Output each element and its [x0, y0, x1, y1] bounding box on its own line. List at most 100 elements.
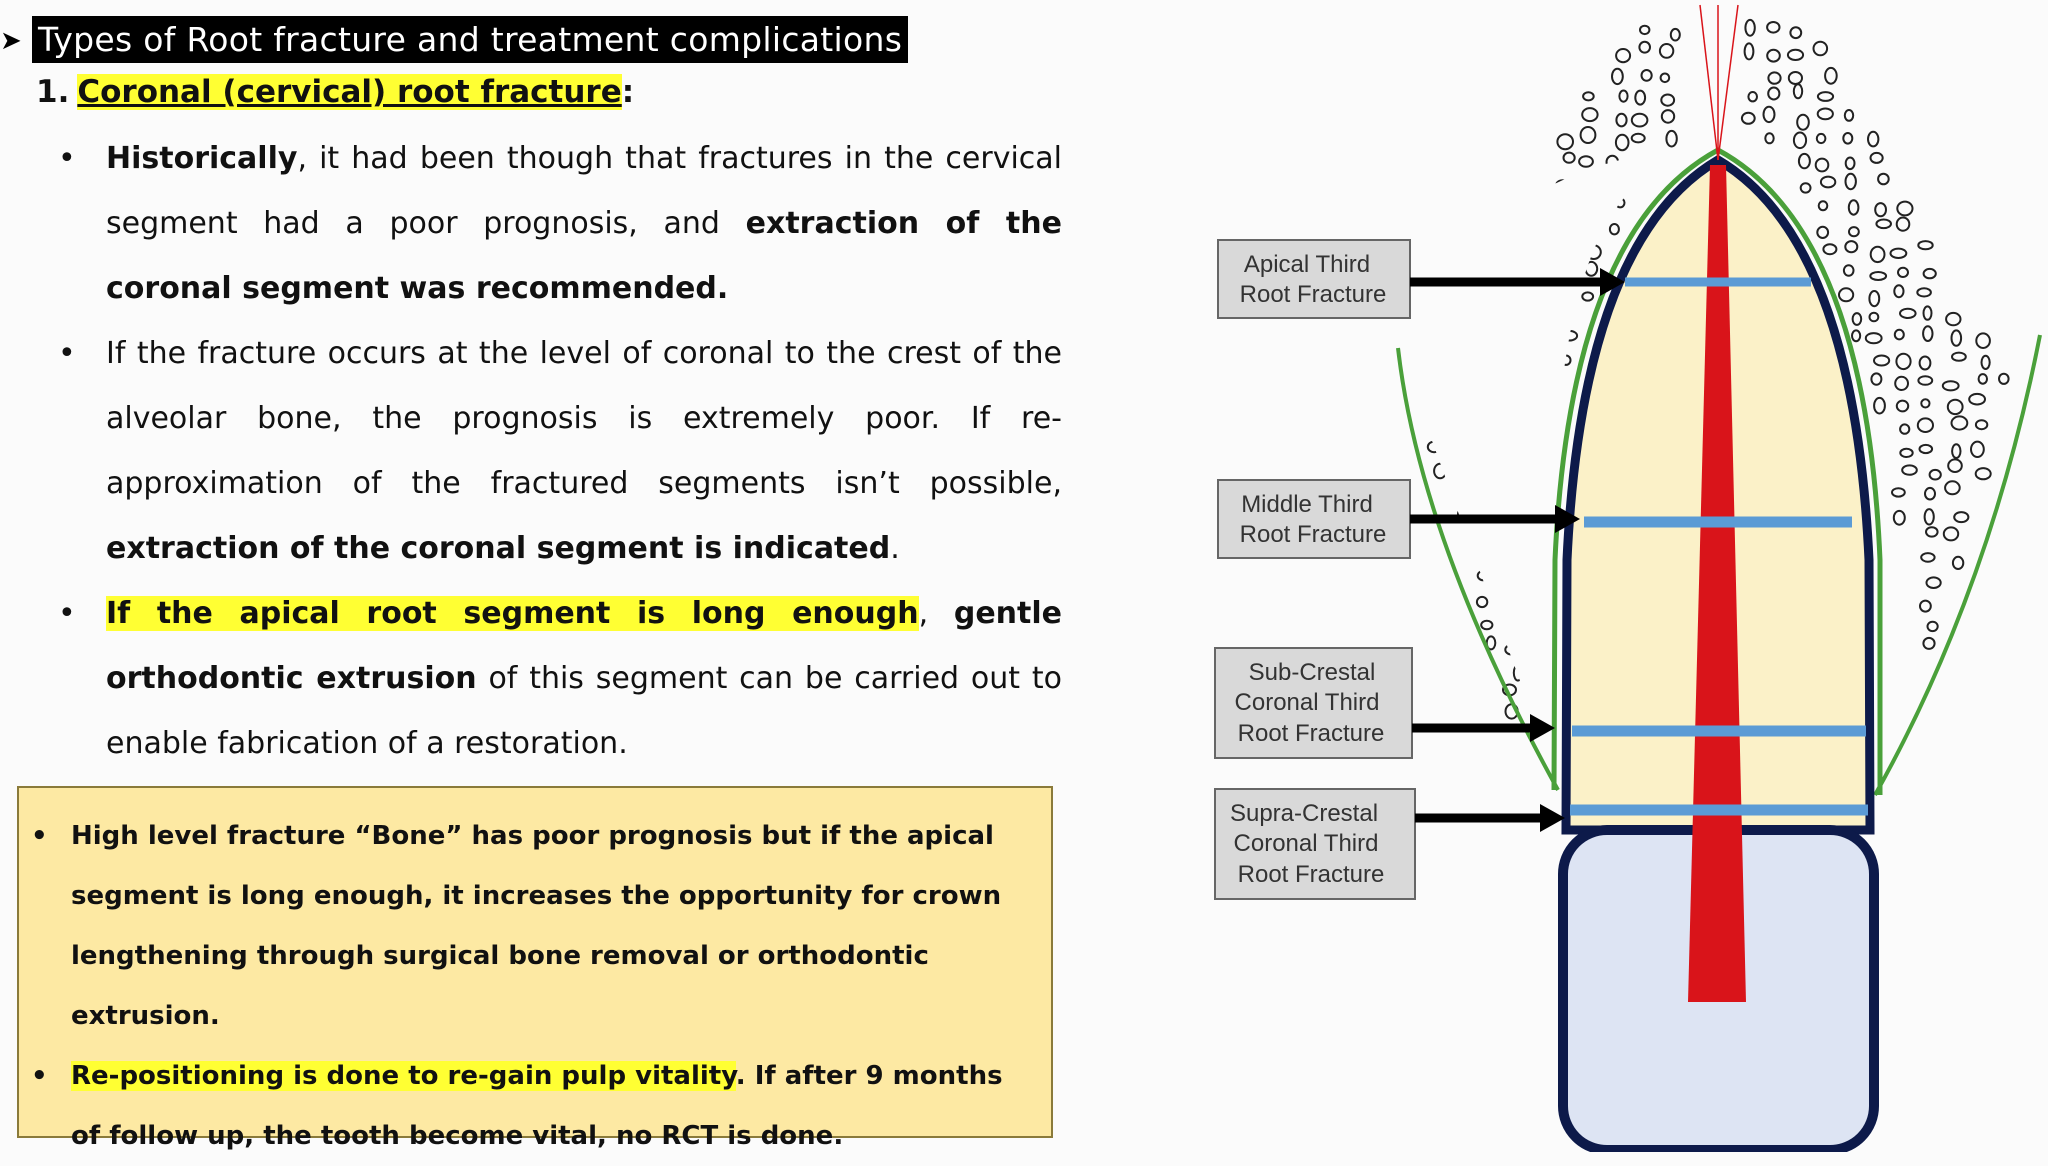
bone-trabecula [1869, 151, 1884, 164]
bone-trabecula [1950, 329, 1963, 347]
label-line: Apical Third [1244, 251, 1370, 278]
bone-trabecula [1947, 458, 1963, 474]
bone-trabecula [1951, 351, 1967, 362]
bone-trabecula [1917, 375, 1934, 386]
bone-trabecula [1923, 508, 1935, 526]
bone-trabecula [1847, 199, 1860, 216]
root-canal-line-c [1717, 4, 1739, 161]
bone-trabecula [1919, 599, 1932, 613]
bone-trabecula [1873, 354, 1891, 367]
bone-trabecula [1817, 200, 1829, 212]
bone-trabecula [1945, 311, 1962, 327]
bone-trabecula [1851, 312, 1863, 326]
bone-trabecula [1899, 447, 1914, 458]
label-line: Root Fracture [1240, 281, 1387, 308]
bullet-text: , [918, 596, 954, 631]
bone-trabecula [1844, 240, 1859, 254]
bone-trabecula [1842, 132, 1854, 145]
bone-trabecula [1578, 155, 1594, 168]
bullet-highlight-text: If the apical root segment is long enoug… [106, 596, 919, 631]
bone-trabecula [1868, 311, 1880, 323]
bone-trabecula [1634, 89, 1647, 106]
bone-trabecula [1896, 200, 1914, 217]
bone-trabecula [1946, 398, 1964, 416]
bullet-text: If the fracture occurs at the level of c… [106, 336, 1062, 501]
note-text: . If after 9 months of follow up, the to… [71, 1061, 1003, 1151]
bone-outline-left-line [1396, 347, 1560, 791]
pointer-arrow-middle [1410, 505, 1580, 533]
label-line: Root Fracture [1238, 861, 1385, 888]
bone-trabecula [1944, 480, 1961, 496]
bone-trabecula [1891, 487, 1906, 498]
bone-trabecula [1744, 18, 1756, 37]
bone-trabecula [1618, 89, 1629, 103]
bone-trabecula [1924, 486, 1936, 501]
bullet-text: . [890, 531, 900, 566]
bone-trabecula [1877, 172, 1890, 186]
bone-trabecula [1899, 423, 1911, 435]
label-line: Supra-Crestal [1230, 800, 1378, 827]
bone-trabecula [1812, 40, 1829, 57]
bone-trabecula [1822, 243, 1838, 256]
label-apical-third: Apical Third Root Fracture [1217, 239, 1411, 319]
bone-trabecula [1767, 71, 1782, 85]
bone-trabecula [1792, 131, 1808, 150]
bone-trabecula [1950, 415, 1969, 431]
bone-trabecula [1475, 595, 1489, 609]
bone-trabecula [1899, 307, 1917, 319]
bone-trabecula [1918, 443, 1934, 455]
bone-trabecula [1918, 355, 1932, 371]
bone-trabecula [1660, 109, 1676, 124]
bone-trabecula [1928, 468, 1942, 481]
bone-trabecula [1638, 40, 1651, 54]
bone-trabecula [1941, 380, 1960, 392]
label-line: Root Fracture [1238, 720, 1385, 747]
bone-trabecula [1920, 398, 1931, 409]
bone-trabecula [1901, 464, 1918, 476]
bone-trabecula [1916, 417, 1935, 434]
bone-trabecula [1615, 112, 1628, 128]
bone-trabecula [1799, 182, 1812, 194]
bone-trabecula [1926, 620, 1939, 633]
bone-trabecula [1951, 555, 1965, 571]
bone-trabecula [1630, 112, 1649, 128]
note-box: High level fracture “Bone” has poor prog… [17, 786, 1053, 1151]
bullet-apical-segment: If the apical root segment is long enoug… [58, 581, 1062, 776]
bone-trabecula [1848, 226, 1860, 238]
bone-trabecula [1869, 271, 1888, 281]
bullet-bold-text: Historically [106, 141, 298, 176]
bone-trabecula [1814, 157, 1830, 173]
root-fracture-diagram: Apical Third Root Fracture Middle Third … [1214, 4, 2042, 1152]
bullet-text: of this segment can be carried out to en… [106, 661, 1062, 761]
bone-trabecula [1766, 21, 1781, 34]
pointer-arrow-supracrestal [1415, 804, 1565, 832]
bone-trabecula [1974, 467, 1992, 481]
bone-trabecula [1922, 636, 1936, 650]
pointer-arrow-apical [1410, 268, 1625, 296]
bone-trabecula [1968, 392, 1986, 406]
page-title: Types of Root fracture and treatment com… [32, 16, 909, 63]
bone-trabecula [1764, 132, 1775, 145]
bone-trabecula [1867, 130, 1880, 148]
bone-trabecula [1740, 111, 1756, 125]
bone-trabecula [1615, 48, 1632, 64]
bone-trabecula [1659, 72, 1671, 84]
bullet-coronal-crest: If the fracture occurs at the level of c… [58, 321, 1062, 581]
bullet-text: , it had been though that fractures in t… [106, 141, 1062, 241]
bone-trabecula [1816, 91, 1835, 102]
bone-trabecula [1824, 66, 1838, 85]
label-supra-crestal: Supra-Crestal Coronal Third Root Fractur… [1214, 788, 1416, 900]
label-line: Root Fracture [1240, 521, 1387, 548]
bone-trabecula [1844, 156, 1856, 171]
bone-trabecula [1789, 26, 1803, 40]
bone-trabecula [1925, 576, 1942, 590]
bone-trabecula [1951, 443, 1962, 460]
bullet-list: Historically, it had been though that fr… [58, 126, 1062, 776]
pulp-canal [1688, 165, 1746, 1002]
bone-trabecula [1844, 172, 1857, 191]
bone-trabecula [1747, 91, 1758, 103]
bullet-bold-text: extraction of the coronal segment is ind… [106, 531, 891, 566]
section-heading-text: Coronal (cervical) root fracture [77, 74, 622, 110]
bone-trabecula [1897, 266, 1909, 278]
bone-trabecula [1916, 287, 1932, 298]
